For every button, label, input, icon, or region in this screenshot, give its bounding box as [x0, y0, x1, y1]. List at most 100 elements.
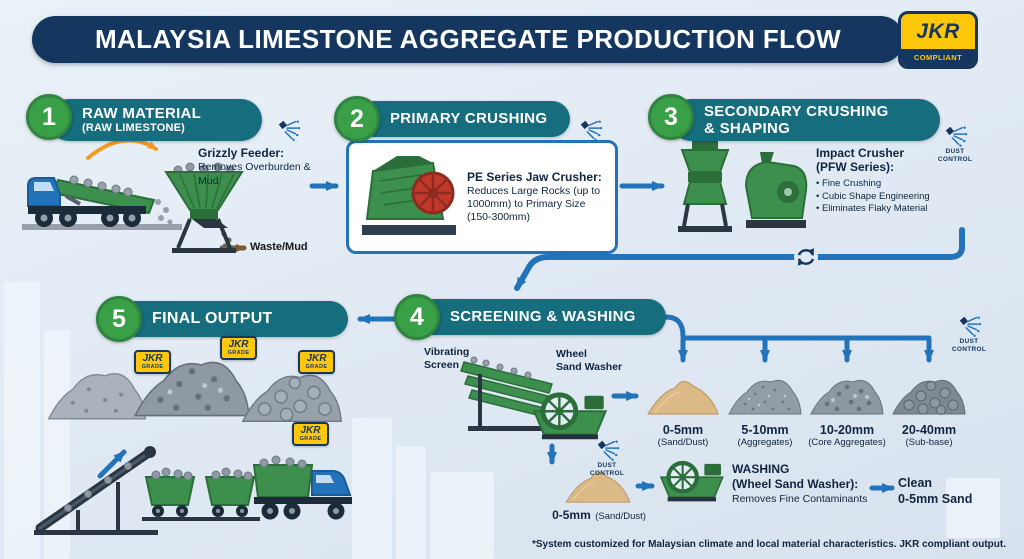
caption-title: (PFW Series):	[816, 160, 895, 175]
waste-mud-label: Waste/Mud	[250, 241, 308, 253]
mine-carts-illustration	[142, 467, 260, 521]
grade-subtext: GRADE	[299, 435, 322, 442]
dust-control-washing: DUST CONTROL	[582, 438, 632, 479]
step-3-title-line2: & SHAPING	[704, 120, 791, 137]
step-4-title: SCREENING & WASHING	[416, 299, 666, 335]
dust-spray-icon	[943, 124, 967, 148]
jkr-grade-badge: JKR GRADE	[298, 350, 335, 375]
bullet-item: Eliminates Flaky Material	[816, 203, 938, 216]
dust-spray-icon	[957, 314, 981, 338]
step-3-title: SECONDARY CRUSHING & SHAPING	[670, 99, 940, 141]
grade-subtext: GRADE	[227, 349, 250, 356]
mini-washer-illustration	[656, 458, 726, 508]
step-1-title: RAW MATERIAL (RAW LIMESTONE)	[48, 99, 262, 141]
washing-caption: WASHING (Wheel Sand Washer): Removes Fin…	[732, 462, 872, 506]
grade-subtext: GRADE	[141, 363, 164, 370]
caption-body: Reduces Large Rocks (up to 1000mm) to Pr…	[467, 185, 601, 224]
step-5-title: FINAL OUTPUT	[118, 301, 348, 337]
grizzly-feeder-illustration	[164, 162, 244, 253]
pile-size: 0-5mm	[552, 508, 591, 522]
jkr-grade-badge: JKR GRADE	[292, 422, 329, 447]
gravel-pile-icon	[728, 379, 802, 415]
caption-title: PE Series Jaw Crusher:	[467, 169, 602, 184]
pile-size: 5-10mm	[741, 423, 789, 437]
vibrating-screen-label: Vibrating Screen	[424, 346, 469, 371]
jkr-badge-text: JKR	[916, 19, 960, 43]
caption-title: (Wheel Sand Washer):	[732, 477, 859, 491]
dust-label: DUST	[959, 338, 979, 345]
step-5-title-line1: FINAL OUTPUT	[152, 309, 273, 327]
clean-line: Clean	[898, 476, 933, 490]
jkr-compliant-badge: JKR COMPLIANT	[898, 11, 978, 69]
caption-body: Removes Fine Contaminants	[732, 493, 868, 505]
caption-title: WASHING	[732, 462, 790, 476]
dust-label: CONTROL	[951, 346, 987, 354]
pile-name: (Aggregates)	[737, 437, 793, 448]
rock-pile-icon	[892, 379, 966, 416]
step-3-number: 3	[648, 94, 694, 140]
bullet-item: Cubic Shape Engineering	[816, 191, 938, 204]
pile-name: (Sand/Dust)	[657, 437, 709, 448]
output-20-40mm: 20-40mm (Sub-base)	[888, 372, 970, 448]
label-line: Sand Washer	[556, 360, 623, 373]
bullet-item: Fine Crushing	[816, 178, 938, 191]
step-1-title-line2: (RAW LIMESTONE)	[82, 122, 186, 135]
jkr-badge-subtext: COMPLIANT	[901, 49, 975, 66]
grade-text: JKR	[306, 353, 327, 364]
caption-title: Grizzly Feeder:	[198, 146, 285, 160]
pile-name: (Sub-base)	[905, 437, 953, 448]
page-title-bar: MALAYSIA LIMESTONE AGGREGATE PRODUCTION …	[32, 16, 904, 63]
skyline-building	[352, 418, 392, 559]
sand-pile-icon	[565, 472, 631, 503]
page-title: MALAYSIA LIMESTONE AGGREGATE PRODUCTION …	[94, 24, 842, 54]
grade-text: JKR	[300, 425, 321, 436]
footer-note: *System customized for Malaysian climate…	[531, 539, 1006, 550]
washing-input-label: 0-5mm (Sand/Dust)	[540, 506, 658, 524]
pile-name: (Sand/Dust)	[595, 511, 646, 522]
output-0-5mm: 0-5mm (Sand/Dust)	[642, 372, 724, 448]
primary-crushing-caption: PE Series Jaw Crusher: Reduces Large Roc…	[467, 170, 607, 225]
clean-line: 0-5mm Sand	[898, 491, 973, 506]
label-line: Vibrating	[424, 346, 470, 358]
dust-spray-icon	[595, 438, 619, 462]
haul-truck-illustration	[252, 455, 352, 520]
output-5-10mm: 5-10mm (Aggregates)	[724, 372, 806, 448]
skyline-building	[4, 282, 40, 559]
label-line: Screen	[424, 358, 460, 371]
sand-pile-icon	[647, 381, 719, 415]
grade-subtext: GRADE	[305, 363, 328, 370]
dump-truck-illustration	[22, 175, 182, 230]
grizzly-feeder-caption: Grizzly Feeder: Removes Overburden & Mud	[198, 146, 312, 188]
jkr-grade-badge: JKR GRADE	[134, 350, 171, 375]
skyline-building	[946, 478, 1000, 538]
dust-label: DUST	[597, 462, 617, 469]
dust-spray-icon	[276, 118, 300, 142]
grade-text: JKR	[228, 339, 249, 350]
primary-crushing-box: PE Series Jaw Crusher: Reduces Large Roc…	[346, 140, 618, 254]
grade-text: JKR	[142, 353, 163, 364]
output-10-20mm: 10-20mm (Core Aggregates)	[806, 372, 888, 448]
dust-spray-icon	[578, 118, 602, 142]
dust-label: DUST	[945, 148, 965, 155]
step-2-title-line1: PRIMARY CRUSHING	[390, 110, 548, 128]
dust-label: CONTROL	[589, 470, 625, 478]
pile-size: 0-5mm	[662, 423, 704, 437]
dust-control-step4: DUST CONTROL	[944, 314, 994, 355]
jaw-crusher-illustration	[362, 156, 456, 235]
impact-crusher-caption: Impact Crusher (PFW Series): Fine Crushi…	[816, 146, 938, 216]
stockpile-icon	[47, 373, 147, 420]
step-2-title: PRIMARY CRUSHING	[356, 101, 570, 137]
pile-size: 20-40mm	[901, 423, 957, 437]
step-1-number: 1	[26, 94, 72, 140]
step-2-number: 2	[334, 96, 380, 142]
skyline-building	[396, 446, 426, 559]
branch-riser	[663, 314, 686, 339]
pile-size: 10-20mm	[819, 423, 875, 437]
step-4-title-line1: SCREENING & WASHING	[450, 308, 636, 326]
clean-sand-label: Clean 0-5mm Sand	[898, 476, 988, 507]
step-4-number: 4	[394, 294, 440, 340]
recycle-icon	[794, 245, 818, 269]
stockpile-icon	[241, 374, 342, 423]
dust-label: CONTROL	[937, 156, 973, 164]
step-5-number: 5	[96, 296, 142, 342]
